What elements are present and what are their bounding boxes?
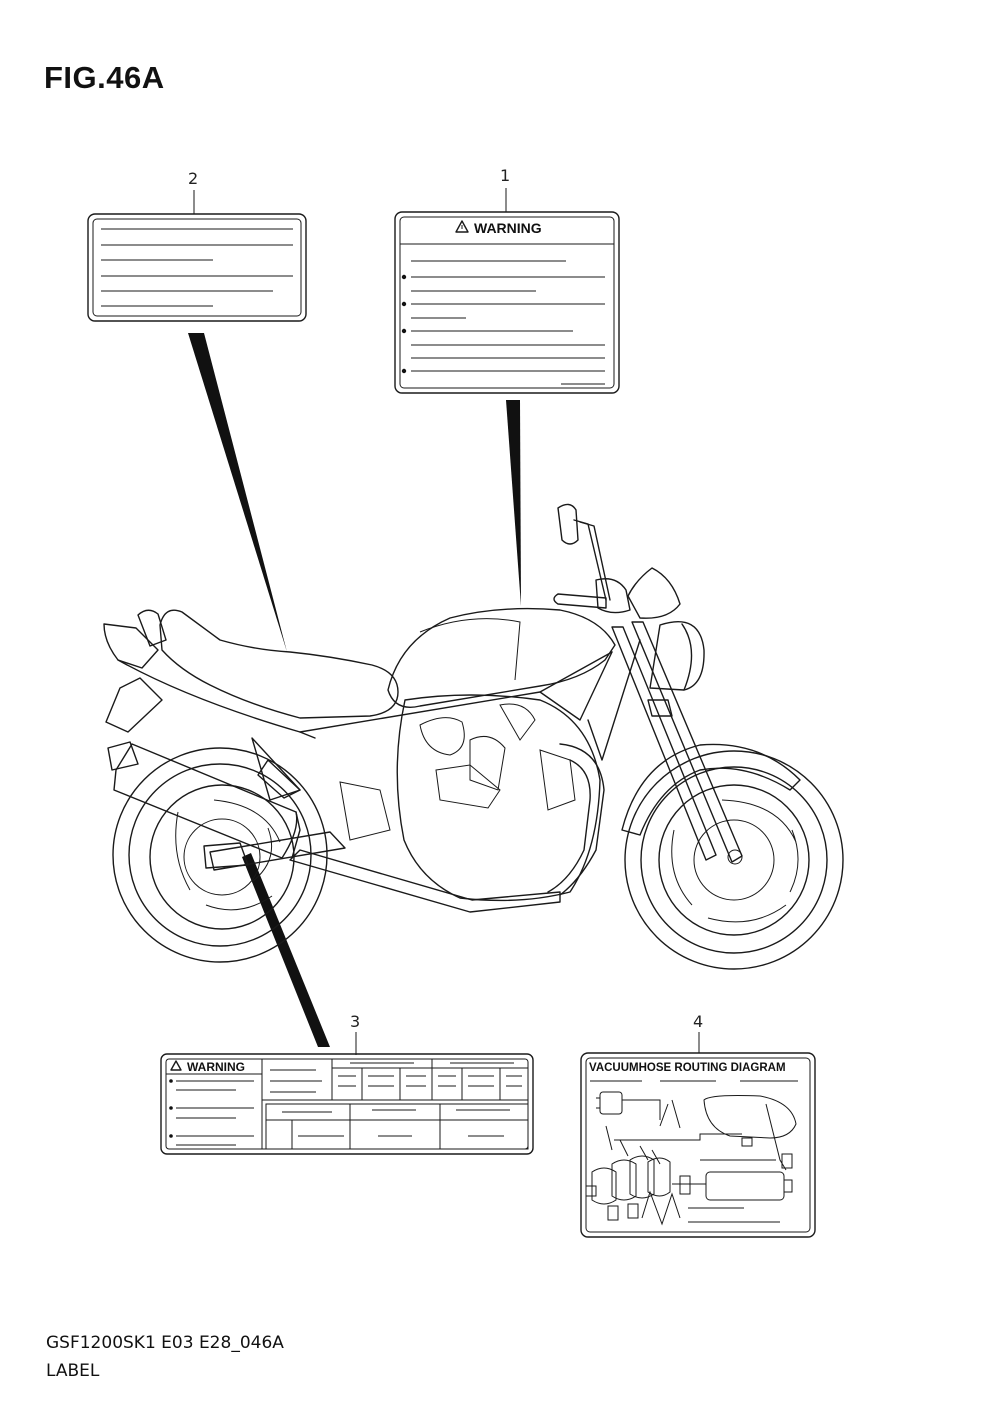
figure-title: FIG.46A <box>44 60 165 95</box>
label-1-heading: WARNING <box>474 220 542 236</box>
callout-4: 4 <box>693 1012 703 1031</box>
rear-wheel <box>112 747 328 963</box>
callout-3: 3 <box>350 1012 360 1031</box>
label-4-heading: VACUUMHOSE ROUTING DIAGRAM <box>589 1062 786 1074</box>
label-3-heading: WARNING <box>187 1060 245 1074</box>
figure-name: LABEL <box>46 1361 100 1381</box>
label-2 <box>87 213 307 322</box>
pointer-label-1 <box>506 400 521 606</box>
label-4-vacuum-diagram: VACUUMHOSE ROUTING DIAGRAM <box>580 1052 816 1238</box>
pointer-label-2 <box>188 333 287 652</box>
motorcycle-drawing <box>103 503 844 970</box>
figure-code: GSF1200SK1 E03 E28_046A <box>46 1333 284 1353</box>
front-wheel <box>621 743 844 970</box>
pointer-label-3 <box>242 853 330 1047</box>
callout-1: 1 <box>500 166 510 185</box>
label-1-warning: WARNING <box>394 211 620 394</box>
label-3-warning: WARNING <box>160 1053 534 1155</box>
callout-2: 2 <box>188 169 198 188</box>
